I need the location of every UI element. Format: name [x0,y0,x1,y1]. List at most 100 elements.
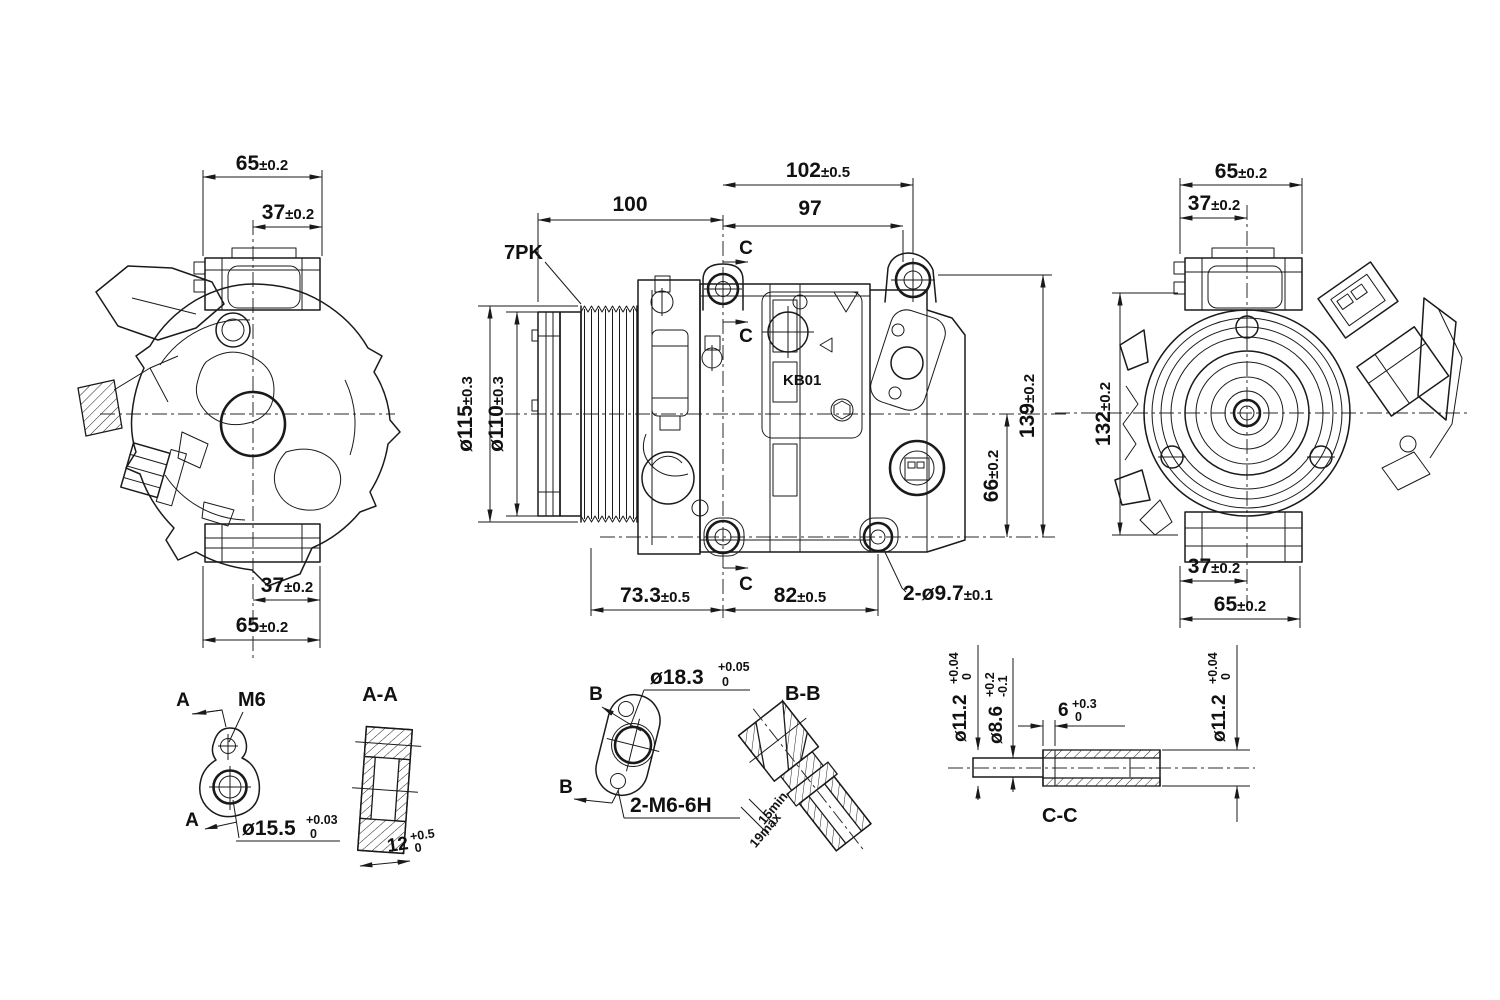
svg-text:97: 97 [798,197,821,220]
section-cc: ø11.2 +0.04 0 ø8.6 +0.2 -0.1 6 +0.3 0 ø1… [947,645,1255,827]
section-title: B-B [785,683,821,705]
svg-text:102±0.5: 102±0.5 [786,159,850,182]
svg-text:0: 0 [310,827,317,841]
detail-b: B B ø18.3 +0.05 0 2-M6-6H [559,660,750,819]
right-view: 65±0.2 37±0.2 132±0.2 37±0.2 65±0.2 [1055,160,1468,628]
svg-text:66±0.2: 66±0.2 [980,450,1003,502]
port-section [737,698,872,852]
section-letter-a: A [176,690,190,711]
section-c-markers: C C C [723,238,753,595]
svg-text:139±0.2: 139±0.2 [1016,374,1039,438]
section-letter-b: B [589,684,603,705]
port-bore [613,725,653,765]
mount-hole-callout: 2-ø9.7±0.1 [883,549,993,605]
section-aa: A-A 12 +0.5 0 [352,684,436,868]
section-arrow-b-top [601,706,642,732]
top-mount-bracket [193,247,321,311]
svg-text:+0.5: +0.5 [409,826,435,843]
svg-text:ø115±0.3: ø115±0.3 [454,376,477,452]
section-letter: C [739,574,753,595]
dim-pulley-od: ø115±0.3 [454,305,578,523]
center-view: KB01 C C C 7PK 100 102±0.5 97 ø115±0.3 [454,159,1070,618]
thickness-dim-line [359,859,411,868]
dim-132: 132±0.2 [1092,292,1178,536]
svg-text:2-ø9.7±0.1: 2-ø9.7±0.1 [903,582,993,605]
sleeve-section [1042,749,1161,787]
hose-fitting-and-connector [77,265,235,527]
casting-arc [344,379,356,456]
section-arrow-a-top [191,709,227,728]
svg-text:37±0.2: 37±0.2 [1188,555,1240,578]
thickness-dimension: 12 +0.5 0 [386,826,436,857]
part-code-label: KB01 [783,372,821,389]
top-rear-lug [884,252,937,303]
dim-102: 102±0.5 [722,159,914,253]
dim-od-left: ø11.2 +0.04 0 [947,645,981,800]
dim-right-bottom-65: 65±0.2 [1179,593,1301,622]
svg-text:37±0.2: 37±0.2 [261,574,313,597]
shaft-hub [1232,398,1262,428]
left-view: 65±0.2 37±0.2 37±0.2 65±0.2 [77,152,401,662]
svg-text:37±0.2: 37±0.2 [1188,192,1240,215]
section-arrow-b-bottom [573,797,613,804]
svg-text:65±0.2: 65±0.2 [236,152,288,175]
lug-outline [199,727,261,818]
svg-text:0: 0 [960,673,974,680]
svg-text:0: 0 [1219,673,1233,680]
svg-text:+0.04: +0.04 [1206,652,1220,684]
svg-text:7PK: 7PK [504,242,543,264]
dim-left-bottom-37: 37±0.2 [202,566,321,648]
dim-left-bottom-65: 65±0.2 [202,614,321,643]
svg-text:37±0.2: 37±0.2 [262,201,314,224]
top-mount-bracket [1173,247,1303,311]
svg-text:65±0.2: 65±0.2 [1214,593,1266,616]
svg-text:0: 0 [722,675,729,689]
svg-text:ø110±0.3: ø110±0.3 [485,376,508,452]
svg-text:ø8.6: ø8.6 [986,706,1007,744]
thread-callout: M6 [238,689,266,711]
section-arrow-a-bottom [204,821,238,830]
section-title: C-C [1042,805,1078,827]
svg-text:+0.3: +0.3 [1072,697,1097,711]
boss-ring-outer [215,312,251,348]
bore-dimension: ø15.5 [242,817,296,840]
clutch-pulley [531,305,638,523]
bottom-mount-bracket [204,523,321,563]
dim-right-top-65: 65±0.2 [1179,160,1303,254]
svg-text:+0.2: +0.2 [983,672,997,697]
bolt-hole-bottom [610,773,626,789]
thread-callout: 2-M6-6H [630,794,712,817]
section-title: A-A [362,684,398,706]
dim-pulley-pd: ø110±0.3 [485,311,578,517]
dim-pipe-od: ø8.6 +0.2 -0.1 [983,658,1016,792]
belt-grooves [584,309,634,519]
svg-text:12: 12 [386,833,410,857]
dim-100: 100 [537,193,724,302]
svg-text:ø11.2: ø11.2 [1209,694,1230,742]
port-dimension: ø18.3 [650,666,704,689]
dim-73-3: 73.3±0.5 [590,548,724,616]
casting-arc [164,474,246,521]
section-letter-b: B [559,777,573,798]
section-letter-a: A [185,810,199,831]
belt-label: 7PK [504,242,582,305]
section-letter: C [739,238,753,259]
section-bb: B-B 15min 19max [737,683,872,852]
rear-bracket-plate [870,309,946,411]
electrical-connector [1317,261,1463,491]
bottom-front-lug [703,517,745,557]
casting-web [273,448,342,511]
svg-text:-0.1: -0.1 [996,675,1010,697]
clutch-rivet-holes [1158,312,1335,469]
detail-a: A A M6 ø15.5 +0.03 0 [176,689,340,842]
compressor-body-outline [125,283,401,587]
top-lug [702,263,744,311]
svg-text:0: 0 [414,840,423,855]
svg-text:65±0.2: 65±0.2 [1215,160,1267,183]
section-letter: C [739,326,753,347]
bottom-mount-bracket [1184,511,1303,563]
svg-text:73.3±0.5: 73.3±0.5 [620,584,690,607]
dim-left-top-65: 65±0.2 [202,152,323,256]
